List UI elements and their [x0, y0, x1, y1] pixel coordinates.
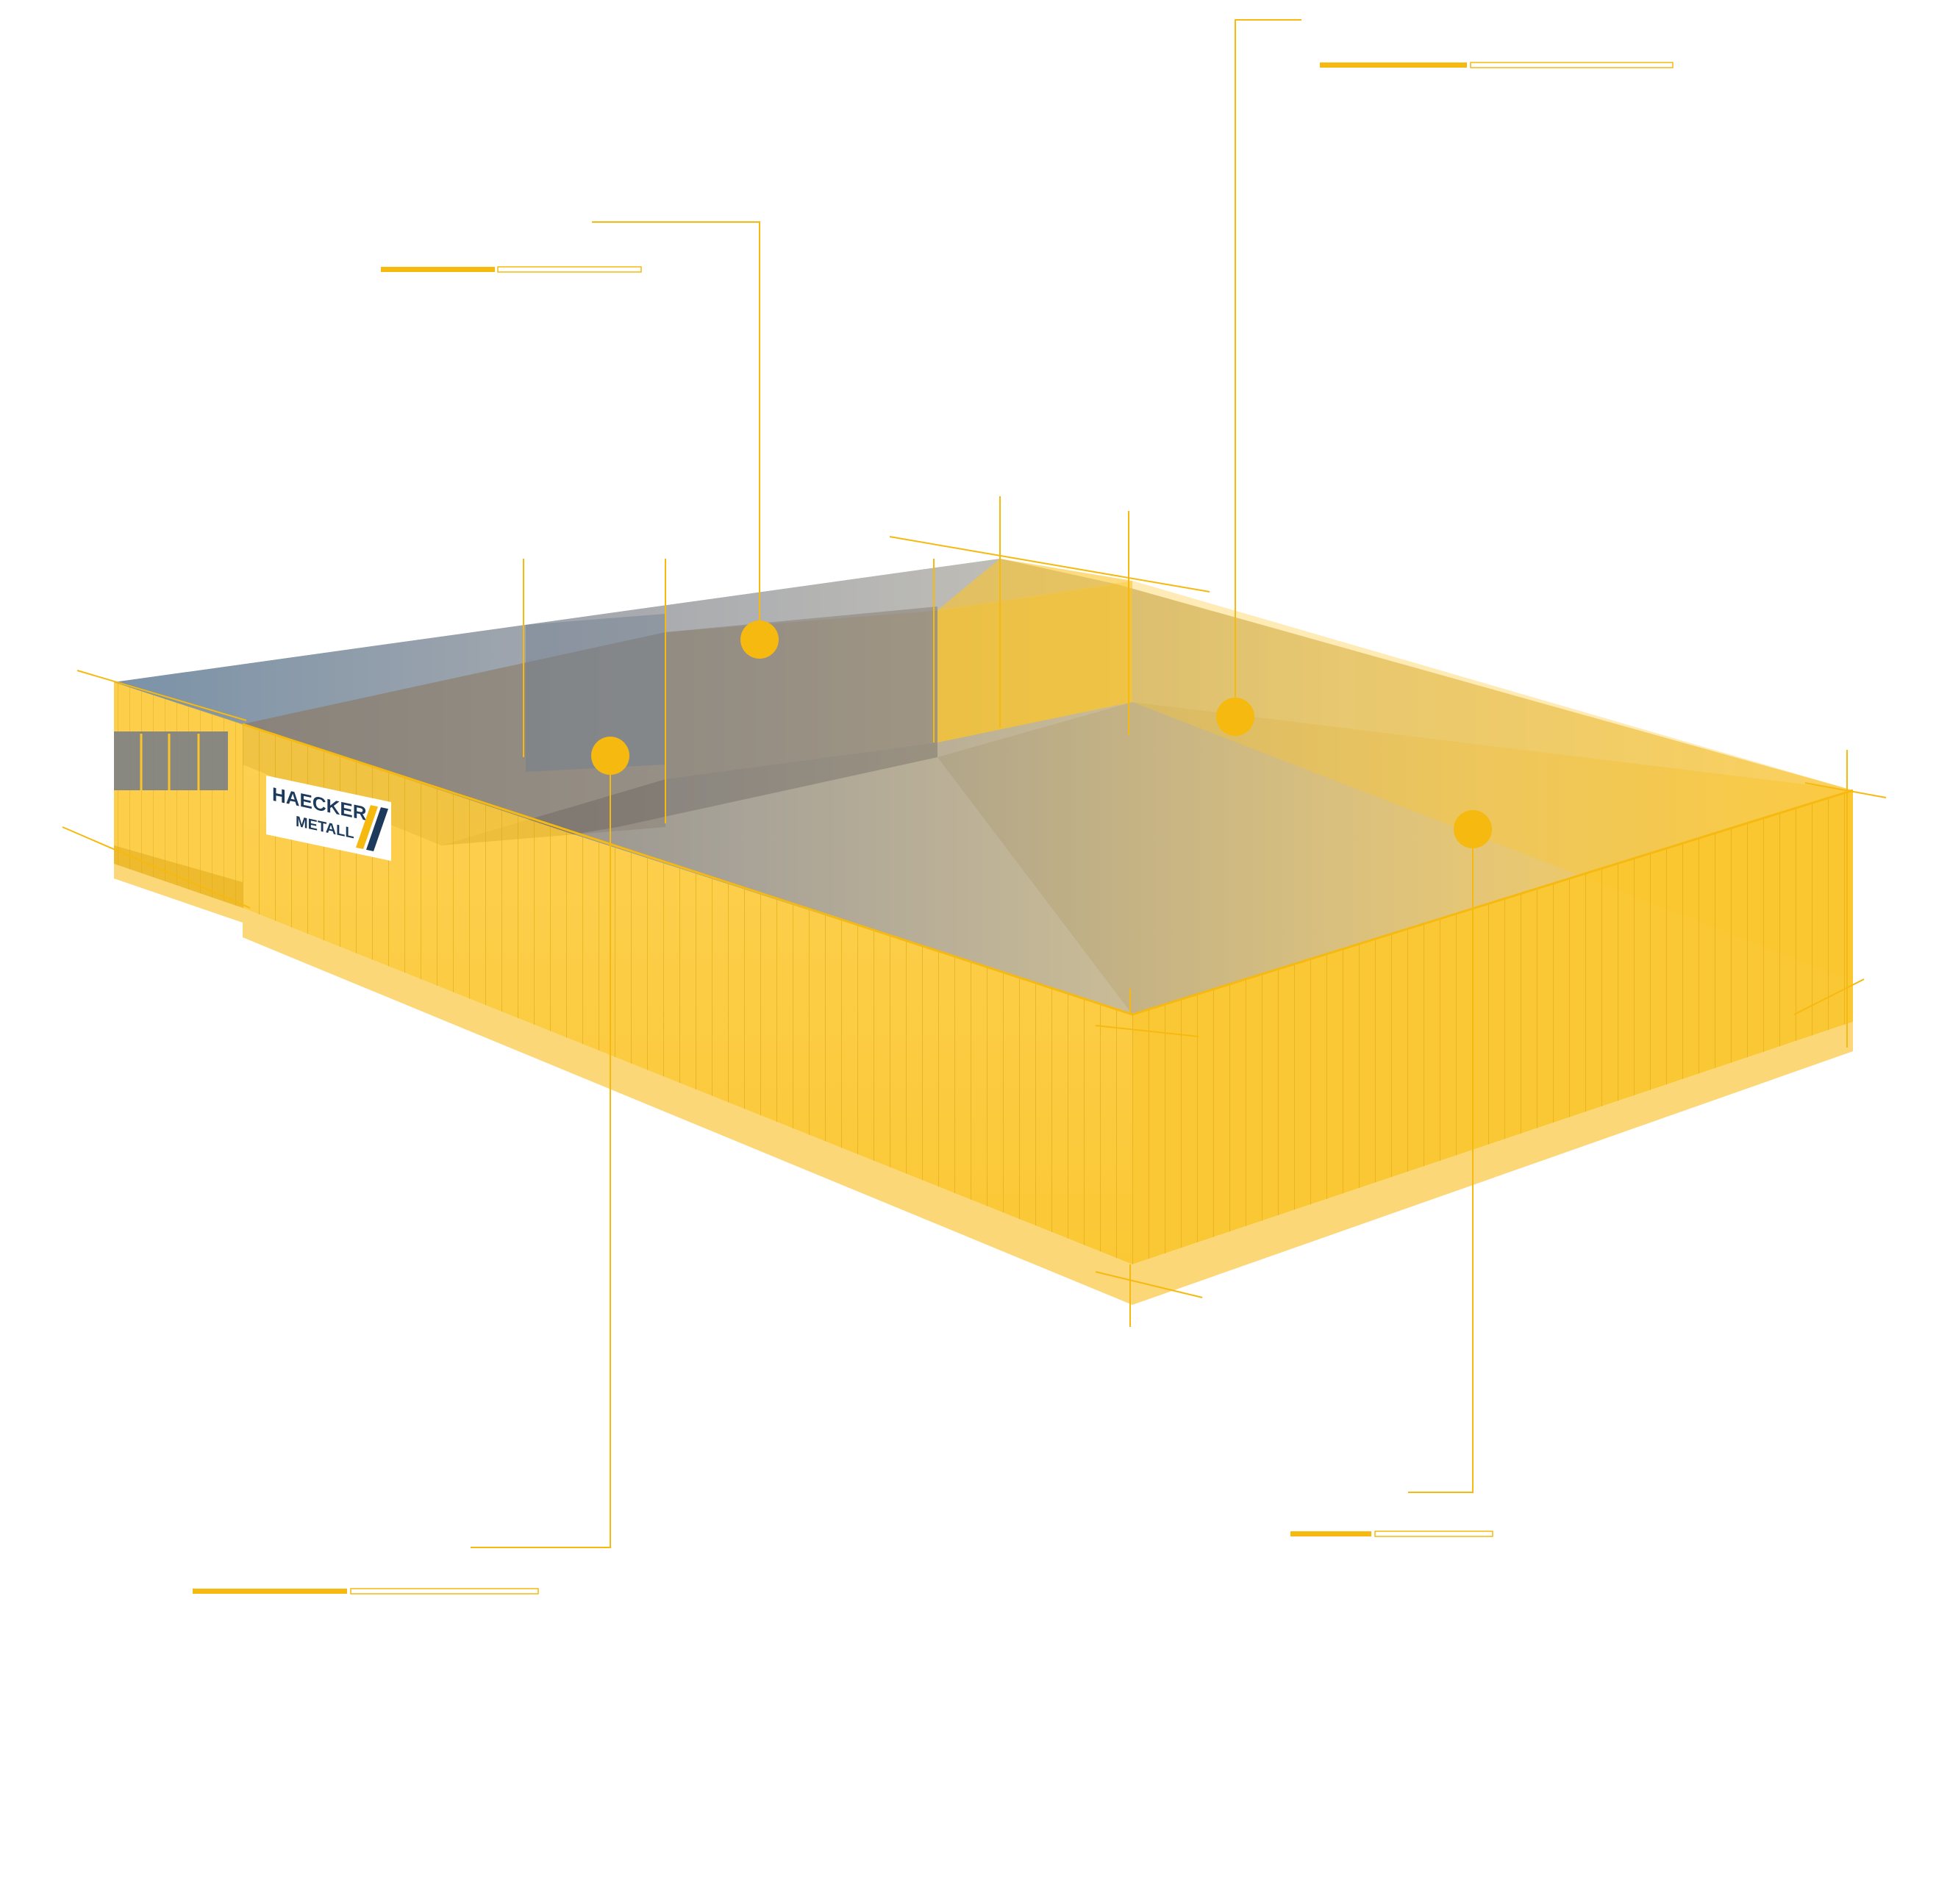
- construction-guide-lines: [62, 496, 1887, 1327]
- right-wall: [1132, 789, 1854, 1305]
- callout-4[interactable]: [1290, 810, 1493, 1537]
- callout-3[interactable]: [193, 737, 629, 1595]
- callout-2-bar-empty: [1470, 62, 1674, 68]
- callout-2[interactable]: [1216, 19, 1674, 736]
- callout-2-bar-filled: [1320, 62, 1467, 68]
- front-wall: [242, 723, 1133, 1305]
- callout-1-bar-filled: [381, 267, 495, 272]
- callout-4-bar-filled: [1290, 1531, 1371, 1536]
- callout-4-bar-empty: [1374, 1531, 1493, 1537]
- company-logo-sign: HAECKER METALL: [266, 776, 391, 862]
- callout-1[interactable]: [381, 221, 779, 659]
- office-block: [114, 682, 243, 923]
- callout-3-bar-filled: [193, 1589, 347, 1594]
- callout-3-bar-empty: [350, 1588, 539, 1595]
- callout-1-bar-empty: [497, 266, 642, 273]
